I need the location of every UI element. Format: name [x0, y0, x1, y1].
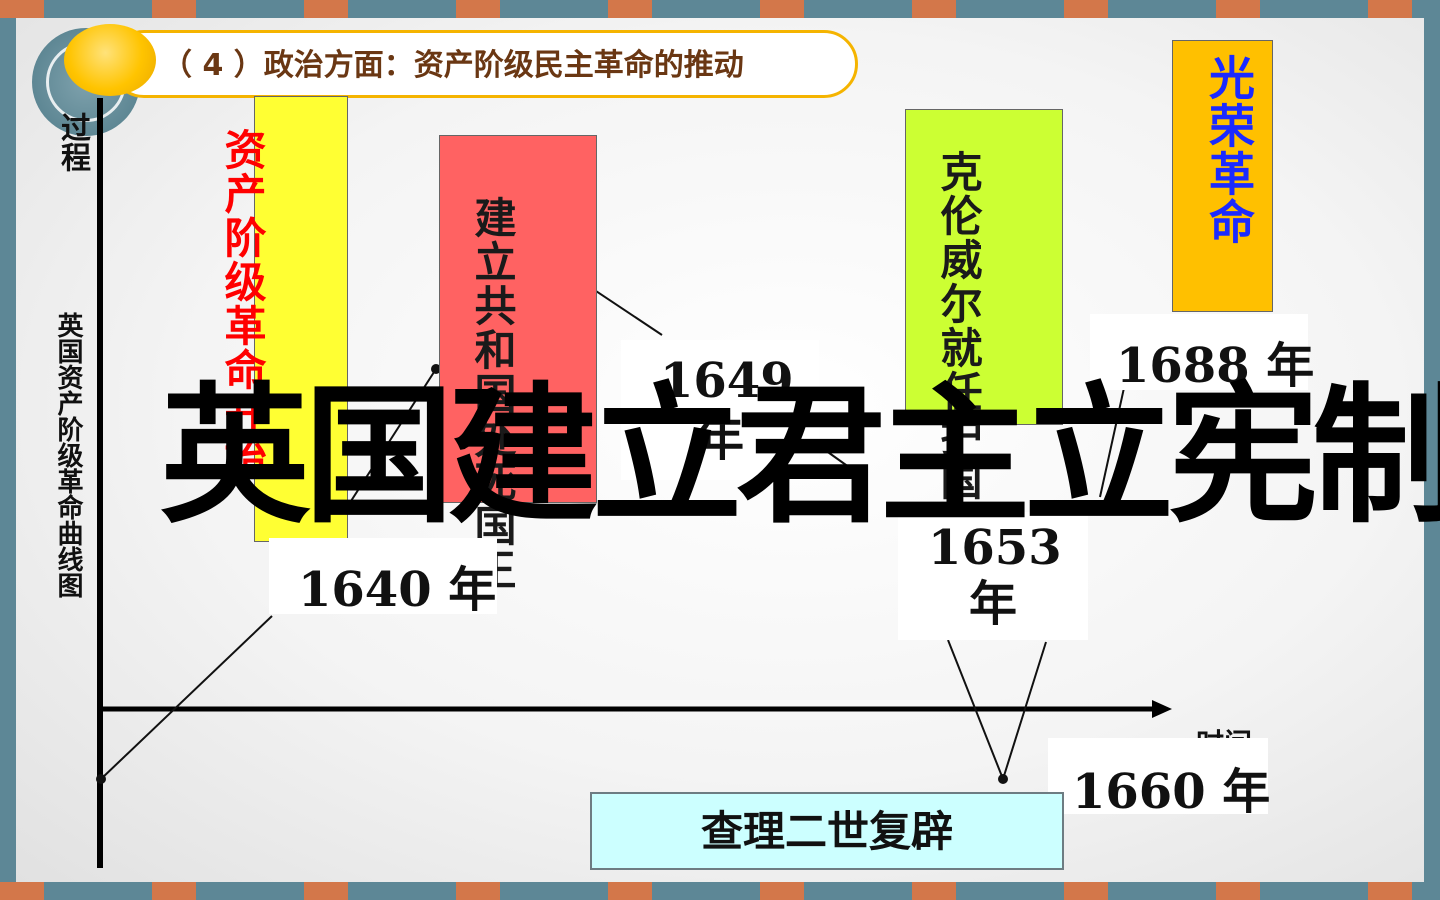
event-box-1649	[439, 135, 597, 503]
year-label-bg	[269, 538, 497, 614]
border-stripe	[836, 882, 880, 900]
title-banner	[110, 30, 858, 98]
border-stripe	[228, 882, 272, 900]
border-stripe	[684, 0, 728, 18]
year-label-bg	[1048, 738, 1268, 814]
year-label-1660: 1660 年	[1072, 764, 1271, 820]
border-stripe	[1216, 0, 1260, 18]
y-axis-label: 英国资产阶级革命曲线图	[53, 312, 83, 598]
border-stripe	[988, 882, 1032, 900]
overlay-headline: 英国建立君主立宪制	[160, 370, 1440, 544]
border-stripe	[0, 0, 44, 18]
border-stripe	[1368, 882, 1412, 900]
slide-title: （ 4 ）政治方面：资产阶级民主革命的推动	[162, 48, 744, 83]
event-text-1688: 光荣革命	[1202, 54, 1256, 246]
border-stripe	[380, 0, 424, 18]
border-stripe	[1368, 0, 1412, 18]
y-axis-label-top: 过程	[55, 112, 90, 172]
border-stripe	[76, 882, 120, 900]
border-stripe	[608, 882, 652, 900]
curve-point	[96, 774, 106, 784]
year-label-1688: 1688 年	[1116, 338, 1315, 394]
border-stripe	[532, 882, 576, 900]
border-stripe	[836, 0, 880, 18]
border-stripe	[76, 0, 120, 18]
border-stripe	[304, 0, 348, 18]
border-stripe	[152, 882, 196, 900]
border-stripe	[228, 0, 272, 18]
year-label-1653: 1653 年	[928, 520, 1062, 632]
border-stripe	[1292, 0, 1336, 18]
border-stripe	[912, 882, 956, 900]
event-box-1688	[1172, 40, 1273, 312]
border-stripe	[456, 882, 500, 900]
border-stripe	[1064, 882, 1108, 900]
event-box-1660: 查理二世复辟	[590, 792, 1064, 870]
event-box-1653	[905, 109, 1063, 425]
curve-point	[998, 774, 1008, 784]
decorative-yellow-dot	[64, 24, 156, 96]
border-stripe	[760, 882, 804, 900]
border-stripe	[1216, 882, 1260, 900]
year-label-1640: 1640 年	[298, 562, 497, 618]
border-stripe	[1292, 882, 1336, 900]
border-stripe	[608, 0, 652, 18]
border-stripe	[1140, 882, 1184, 900]
year-label-bg	[621, 340, 819, 480]
border-stripe	[760, 0, 804, 18]
year-label-bg	[898, 512, 1088, 640]
border-stripe	[152, 0, 196, 18]
x-axis-arrow	[1152, 700, 1172, 718]
border-stripe	[1140, 0, 1184, 18]
border-stripe	[0, 882, 44, 900]
event-text-1640: 资产阶级革命开始	[218, 128, 267, 480]
curve-segment	[100, 615, 273, 780]
border-stripe	[532, 0, 576, 18]
event-text-1660: 查理二世复辟	[700, 807, 953, 856]
year-label-bg	[1090, 314, 1308, 390]
border-stripe	[380, 882, 424, 900]
year-label-1649: 1649 年	[660, 353, 794, 467]
top-stripe-border	[0, 0, 1440, 18]
curve-segment	[817, 444, 861, 476]
event-box-1640	[254, 96, 348, 542]
border-stripe	[912, 0, 956, 18]
curve-point	[431, 364, 441, 374]
border-stripe	[456, 0, 500, 18]
border-stripe	[988, 0, 1032, 18]
bottom-stripe-border	[0, 882, 1440, 900]
border-stripe	[1064, 0, 1108, 18]
border-stripe	[684, 882, 728, 900]
border-stripe	[304, 882, 348, 900]
